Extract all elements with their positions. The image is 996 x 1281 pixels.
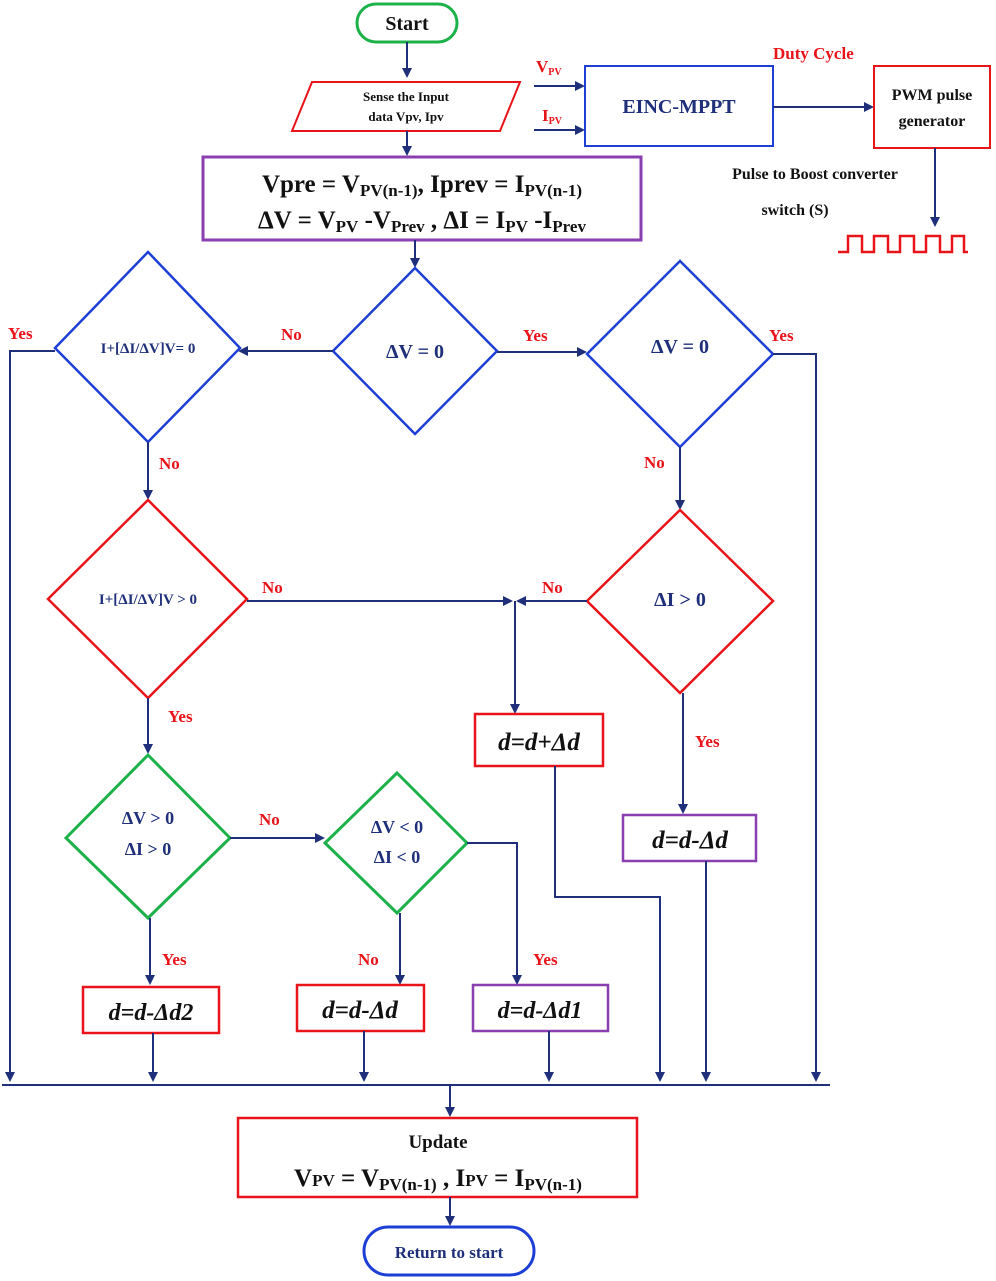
svg-text:d=d-Δd1: d=d-Δd1 bbox=[498, 998, 583, 1024]
end-terminal: Return to start bbox=[362, 1225, 536, 1277]
update-box: Update VPV = VPV(n-1) , IPV = IPV(n-1) bbox=[236, 1116, 639, 1199]
arrow-inc-down bbox=[554, 766, 665, 1082]
svg-text:ΔV < 0: ΔV < 0 bbox=[371, 817, 423, 837]
label-no-center-left: No bbox=[281, 325, 302, 344]
arrow-right-yes-down bbox=[773, 353, 821, 1082]
decision-left-cond-zero: I+[ΔI/ΔV]V= 0 bbox=[53, 250, 242, 444]
pulse-line2: switch (S) bbox=[761, 202, 828, 219]
end-label: Return to start bbox=[395, 1243, 504, 1262]
pwm-line1: PWM pulse bbox=[892, 87, 972, 104]
svg-text:d=d-Δd: d=d-Δd bbox=[652, 827, 728, 854]
decision-right-di-positive: ΔI > 0 bbox=[585, 508, 775, 695]
svg-text:I+[ΔI/ΔV]V > 0: I+[ΔI/ΔV]V > 0 bbox=[99, 592, 197, 608]
init-line2: ΔV = VPV -VPrev , ΔI = IPV -IPrev bbox=[258, 207, 586, 236]
input-parallelogram: Sense the Input data Vpv, Ipv bbox=[290, 81, 522, 132]
label-no-right2: No bbox=[542, 578, 563, 597]
ipv-input-sub: PV bbox=[549, 116, 563, 127]
update-formula: VPV = VPV(n-1) , IPV = IPV(n-1) bbox=[294, 1165, 582, 1194]
label-no-left2: No bbox=[262, 578, 283, 597]
label-yes-green1: Yes bbox=[162, 950, 187, 969]
update-title: Update bbox=[408, 1132, 467, 1153]
svg-text:VPV: VPV bbox=[536, 57, 562, 78]
start-terminal: Start bbox=[355, 2, 459, 44]
svg-text:I+[ΔI/ΔV]V= 0: I+[ΔI/ΔV]V= 0 bbox=[101, 341, 196, 357]
mppt-block-diagram: VPV IPV EINC-MPPT Duty Cycle PWM pulse g… bbox=[534, 44, 991, 254]
label-yes-left2: Yes bbox=[168, 707, 193, 726]
label-no-green1: No bbox=[259, 810, 280, 829]
svg-text:ΔI > 0: ΔI > 0 bbox=[654, 589, 706, 611]
vpv-input-sub: PV bbox=[548, 67, 562, 78]
svg-text:ΔV > 0: ΔV > 0 bbox=[122, 808, 174, 828]
decision-green-dv-di-negative: ΔV < 0 ΔI < 0 bbox=[322, 770, 470, 916]
action-decrement-d1: d=d-Δd1 bbox=[471, 983, 610, 1033]
svg-text:ΔI < 0: ΔI < 0 bbox=[374, 847, 421, 867]
label-yes-right2: Yes bbox=[695, 732, 720, 751]
label-no-right-down: No bbox=[644, 453, 665, 472]
decision-green-dv-di-positive: ΔV > 0 ΔI > 0 bbox=[63, 752, 233, 921]
svg-text:d=d-Δd: d=d-Δd bbox=[322, 997, 398, 1024]
input-line1: Sense the Input bbox=[363, 89, 450, 104]
pulse-waveform-icon bbox=[838, 234, 968, 254]
vpv-input-label: V bbox=[536, 57, 549, 76]
ipv-input-label: I bbox=[542, 106, 549, 125]
svg-text:IPV: IPV bbox=[542, 106, 563, 127]
input-line2: data Vpv, Ipv bbox=[368, 109, 444, 124]
action-increment: d=d+Δd bbox=[473, 712, 605, 768]
action-decrement-d2: d=d-Δd2 bbox=[81, 985, 221, 1035]
init-box: Vpre = VPV(n-1), Iprev = IPV(n-1) ΔV = V… bbox=[201, 155, 643, 242]
label-yes-green2: Yes bbox=[533, 950, 558, 969]
pulse-line1: Pulse to Boost converter bbox=[732, 166, 898, 183]
decision-right-dv-zero: ΔV = 0 bbox=[585, 259, 775, 449]
mppt-label: EINC-MPPT bbox=[622, 96, 736, 118]
svg-text:d=d-Δd2: d=d-Δd2 bbox=[109, 1000, 194, 1026]
svg-text:d=d+Δd: d=d+Δd bbox=[498, 729, 580, 756]
label-yes-right: Yes bbox=[769, 326, 794, 345]
label-no-green2: No bbox=[358, 950, 379, 969]
pwm-line2: generator bbox=[899, 113, 966, 130]
mppt-box bbox=[584, 65, 774, 147]
arrow-green2-yes-down bbox=[467, 842, 522, 985]
decision-center-dv-zero: ΔV = 0 bbox=[331, 266, 499, 436]
arrow-left-yes-down bbox=[5, 350, 55, 1082]
label-yes-center-right: Yes bbox=[523, 326, 548, 345]
svg-text:ΔV = 0: ΔV = 0 bbox=[651, 336, 709, 358]
duty-cycle-label: Duty Cycle bbox=[773, 44, 854, 63]
decision-left-cond-positive: I+[ΔI/ΔV]V > 0 bbox=[46, 498, 249, 700]
svg-text:ΔV = 0: ΔV = 0 bbox=[386, 341, 444, 363]
start-label: Start bbox=[385, 13, 429, 35]
action-decrement-mid: d=d-Δd bbox=[295, 983, 426, 1033]
svg-text:ΔI > 0: ΔI > 0 bbox=[125, 839, 172, 859]
init-line1: Vpre = VPV(n-1), Iprev = IPV(n-1) bbox=[262, 171, 582, 200]
action-decrement-right: d=d-Δd bbox=[621, 813, 758, 863]
pwm-box bbox=[873, 65, 991, 149]
label-no-left-down: No bbox=[159, 454, 180, 473]
label-yes-left: Yes bbox=[8, 324, 33, 343]
